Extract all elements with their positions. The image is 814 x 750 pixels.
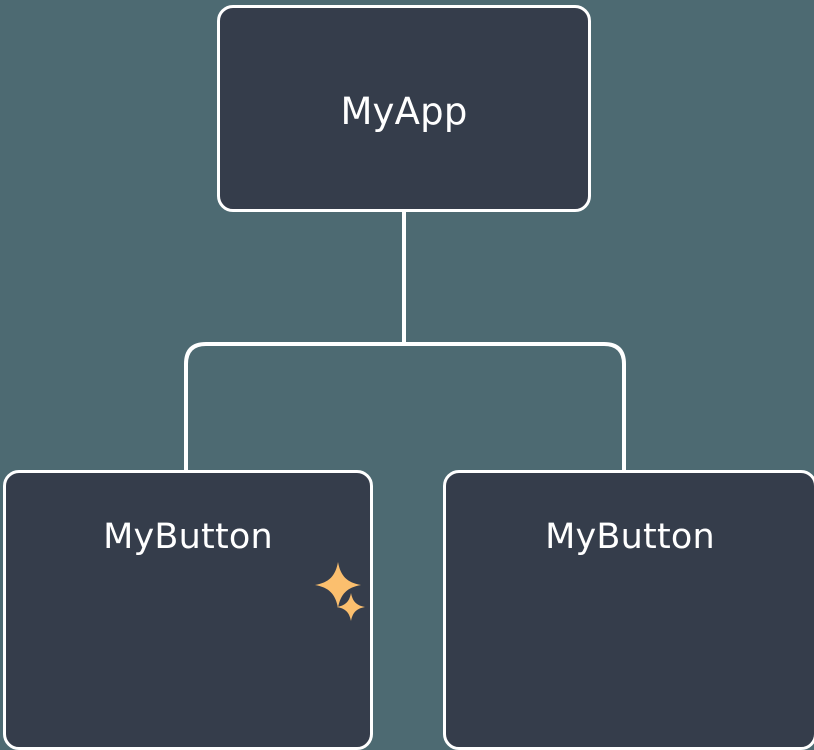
connector-lines — [184, 212, 626, 472]
node-mybutton-right-label: MyButton — [545, 517, 715, 557]
node-mybutton-left[interactable]: MyButton — [3, 470, 373, 750]
node-mybutton-left-label: MyButton — [103, 517, 273, 557]
node-mybutton-right[interactable]: MyButton — [443, 470, 814, 750]
component-tree-diagram: MyApp MyButton count 1 MyButton count 0 — [3, 5, 814, 750]
node-myapp[interactable]: MyApp — [217, 5, 591, 212]
node-myapp-label: MyApp — [340, 90, 468, 133]
